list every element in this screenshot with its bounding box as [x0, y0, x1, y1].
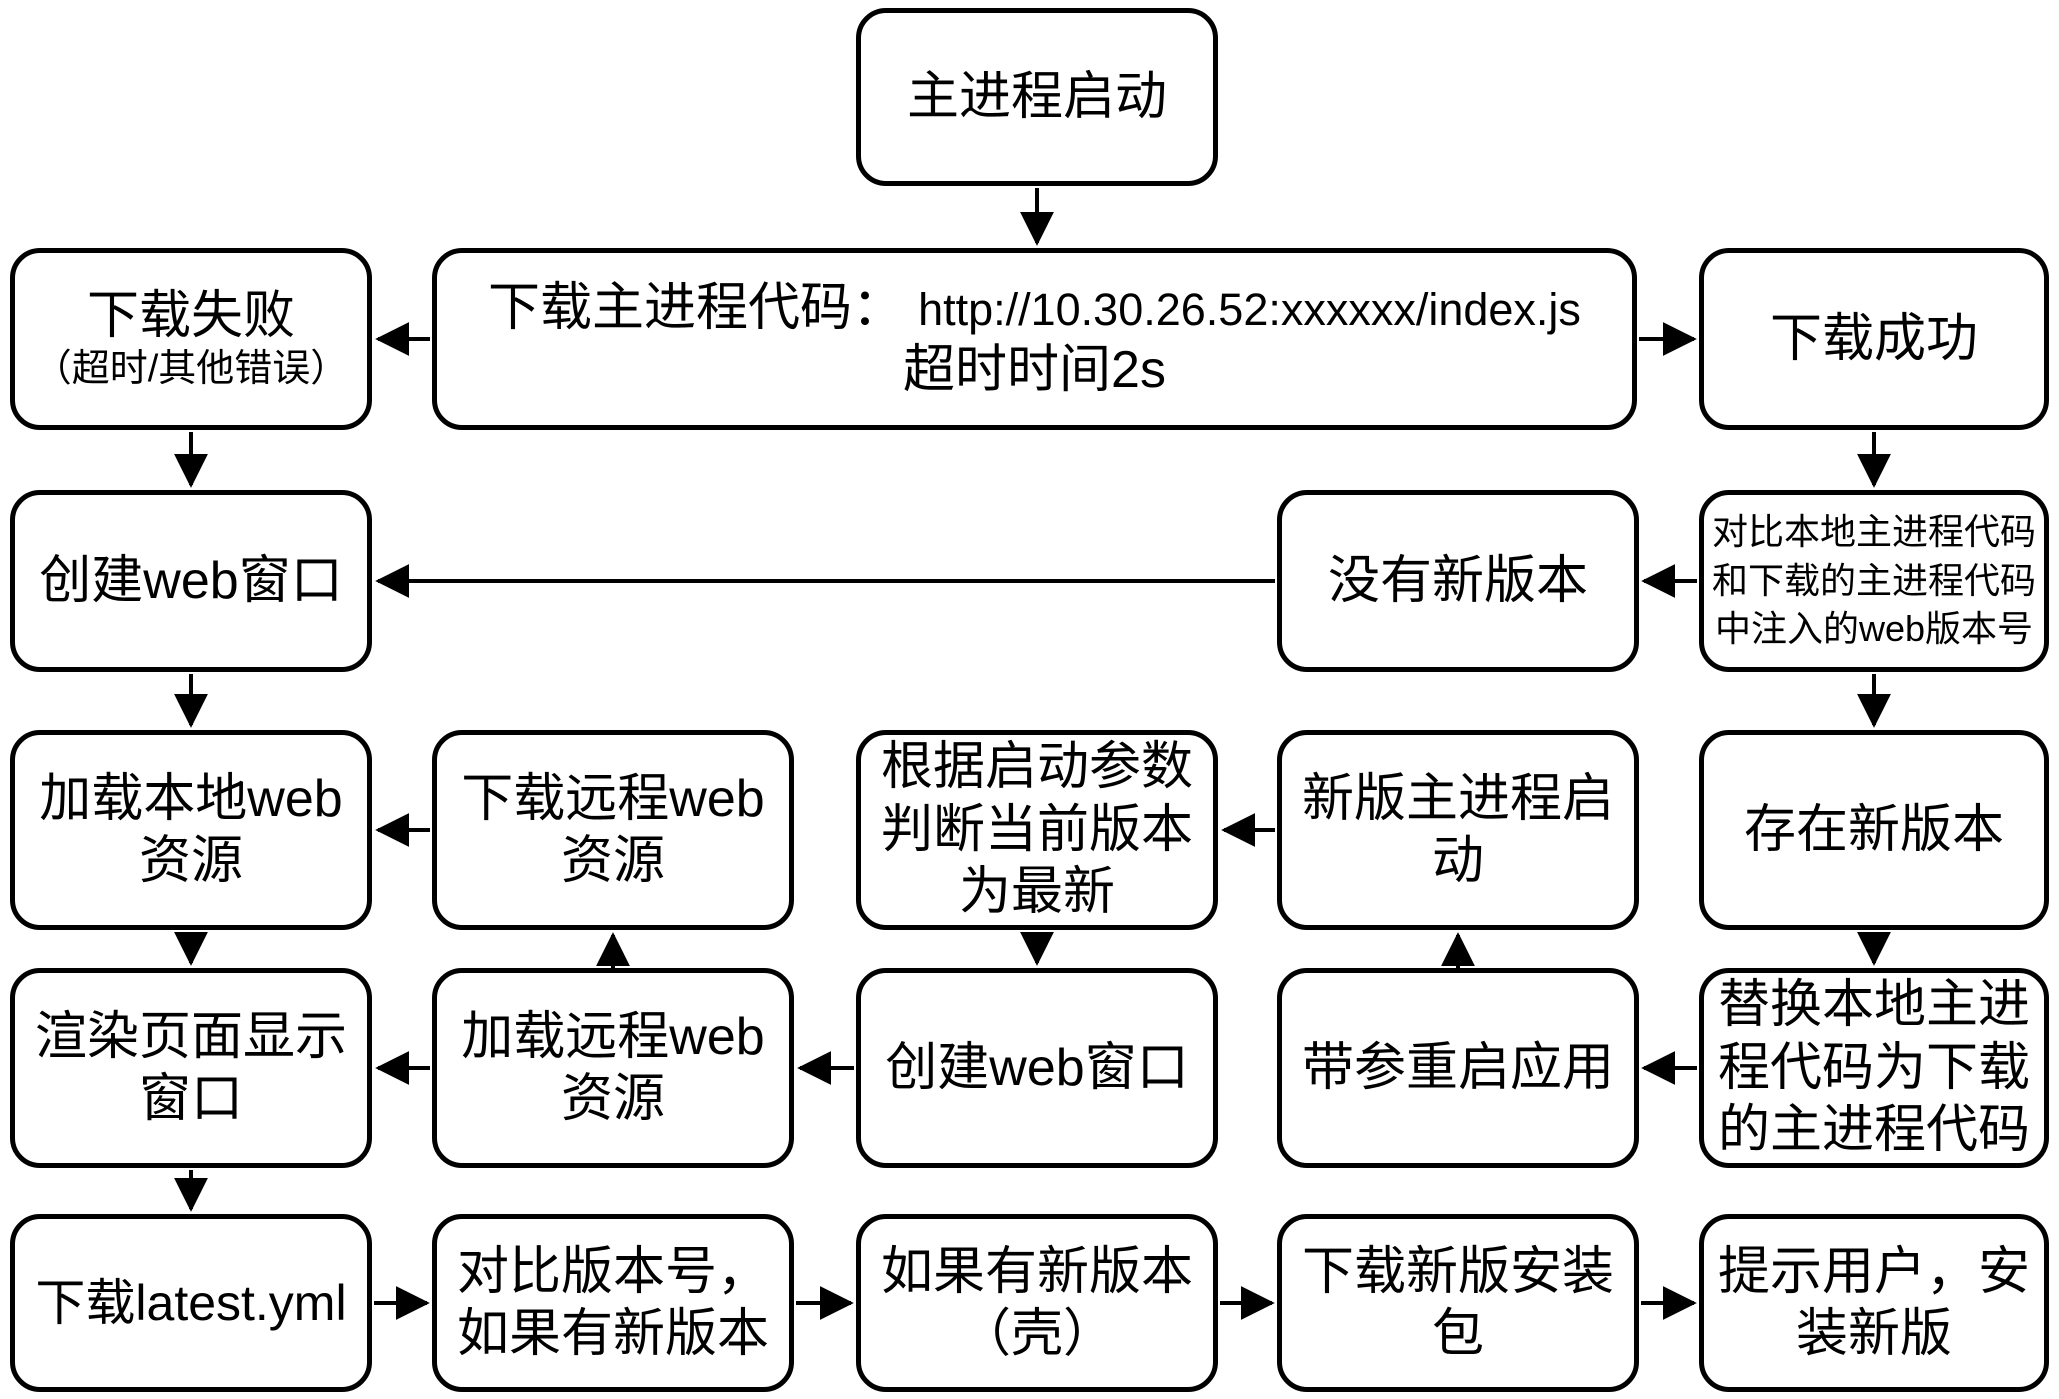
node-label: 带参重启应用 [1301, 1038, 1614, 1097]
node-label: 新版主进程启 [1301, 769, 1614, 828]
node-label: 程代码为下载 [1717, 1038, 2030, 1097]
node-label: 下载成功 [1769, 309, 1978, 368]
node-label: 下载失败 [86, 287, 295, 345]
node-label: 资源 [560, 832, 665, 890]
node-label: 下载主进程代码： [488, 278, 905, 337]
node-label: 资源 [138, 832, 243, 890]
node-label: 资源 [560, 1070, 665, 1128]
node-label: 加载远程web [461, 1007, 765, 1066]
node-label-line: 下载主进程代码： http://10.30.26.52:xxxxxx/index… [488, 277, 1581, 339]
node-load-remote-web: 加载远程web 资源 [432, 968, 794, 1168]
node-replace-local-code: 替换本地主进 程代码为下载 的主进程代码 [1699, 968, 2049, 1168]
node-restart-with-args: 带参重启应用 [1277, 968, 1639, 1168]
node-exist-new-version: 存在新版本 [1699, 730, 2049, 930]
node-prompt-install: 提示用户，安 装新版 [1699, 1214, 2049, 1392]
node-main-start: 主进程启动 [856, 8, 1218, 186]
node-download-latest-yml: 下载latest.yml [10, 1214, 372, 1392]
node-no-new-version: 没有新版本 [1277, 490, 1639, 672]
node-label: 判断当前版本 [880, 800, 1193, 859]
node-download-code: 下载主进程代码： http://10.30.26.52:xxxxxx/index… [432, 248, 1637, 430]
node-download-success: 下载成功 [1699, 248, 2049, 430]
node-label: 主进程启动 [906, 67, 1167, 126]
node-download-remote-web: 下载远程web 资源 [432, 730, 794, 930]
node-label: 的主进程代码 [1717, 1101, 2030, 1160]
node-label: 创建web窗口 [885, 1038, 1189, 1097]
node-label: 动 [1431, 832, 1484, 890]
node-compare-version-no: 对比版本号， 如果有新版本 [432, 1214, 794, 1392]
node-download-new-installer: 下载新版安装 包 [1277, 1214, 1639, 1392]
node-compare-version: 对比本地主进程代码 和下载的主进程代码 中注入的web版本号 [1699, 490, 2049, 672]
node-load-local-web: 加载本地web 资源 [10, 730, 372, 930]
node-judge-latest: 根据启动参数 判断当前版本 为最新 [856, 730, 1218, 930]
node-label: 加载本地web [39, 769, 343, 828]
node-download-fail: 下载失败 （超时/其他错误） [10, 248, 372, 430]
node-label: （壳） [958, 1305, 1115, 1363]
node-label: 中注入的web版本号 [1714, 608, 2034, 650]
node-label: 没有新版本 [1327, 551, 1588, 610]
node-label: 对比本地主进程代码 [1712, 511, 2037, 553]
node-label: 和下载的主进程代码 [1712, 559, 2037, 601]
node-label: 对比版本号， [456, 1242, 769, 1301]
timeout-text: 超时时间2s [903, 341, 1166, 399]
node-label: 窗口 [138, 1070, 243, 1128]
node-label: 根据启动参数 [880, 738, 1193, 797]
node-create-web-window-2: 创建web窗口 [856, 968, 1218, 1168]
node-label: 替换本地主进 [1717, 976, 2030, 1035]
node-label: 装新版 [1795, 1305, 1952, 1363]
node-render-page: 渲染页面显示 窗口 [10, 968, 372, 1168]
node-label: 存在新版本 [1743, 800, 2004, 859]
node-label: 包 [1431, 1305, 1484, 1363]
node-label: 渲染页面显示 [34, 1007, 347, 1066]
node-label: 为最新 [958, 863, 1115, 922]
node-new-main-start: 新版主进程启 动 [1277, 730, 1639, 930]
node-create-web-window-1: 创建web窗口 [10, 490, 372, 672]
node-label: 提示用户，安 [1717, 1242, 2030, 1301]
node-label: 下载新版安装 [1301, 1242, 1614, 1301]
node-label: 下载远程web [461, 769, 765, 828]
node-if-new-version-shell: 如果有新版本 （壳） [856, 1214, 1218, 1392]
node-label: 下载latest.yml [35, 1275, 347, 1331]
node-label: 创建web窗口 [39, 551, 343, 610]
node-label: 如果有新版本 [880, 1242, 1193, 1301]
download-url-text: http://10.30.26.52:xxxxxx/index.js [918, 283, 1581, 335]
node-label: 如果有新版本 [456, 1305, 769, 1363]
node-sublabel: （超时/其他错误） [33, 348, 349, 391]
